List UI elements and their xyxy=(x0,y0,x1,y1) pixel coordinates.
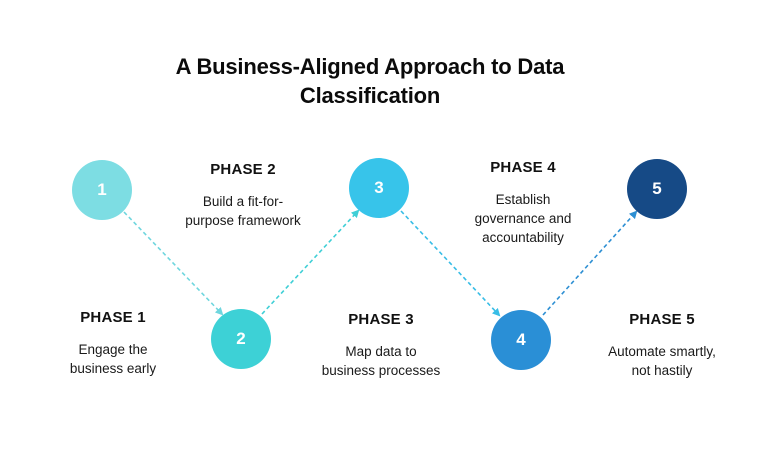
phase-3-label: PHASE 3 Map data to business processes xyxy=(296,311,466,380)
connector-3-to-4 xyxy=(400,210,501,317)
phase-5-label: PHASE 5 Automate smartly, not hastily xyxy=(577,311,747,380)
title-line-1: A Business-Aligned Approach to Data xyxy=(175,54,565,79)
phase-1-number: 1 xyxy=(97,180,107,199)
phase-1-circle: 1 xyxy=(72,160,132,220)
phase-1-description: Engage the business early xyxy=(69,342,157,376)
phase-1-title: PHASE 1 xyxy=(80,309,146,326)
phase-2-number: 2 xyxy=(236,329,246,348)
phase-4-description: Establish governance and accountability xyxy=(474,192,572,245)
phase-4-number: 4 xyxy=(516,330,526,349)
phase-4-label: PHASE 4 Establish governance and account… xyxy=(438,159,608,247)
phase-2-circle: 2 xyxy=(211,309,271,369)
phase-2-description: Build a fit-for- purpose framework xyxy=(185,194,301,228)
phase-4-circle: 4 xyxy=(491,310,551,370)
phase-3-description: Map data to business processes xyxy=(321,344,441,378)
phase-5-description: Automate smartly, not hastily xyxy=(608,344,716,378)
phase-1-label: PHASE 1 Engage the business early xyxy=(28,309,198,378)
phase-2-title: PHASE 2 xyxy=(210,161,276,178)
phase-3-title: PHASE 3 xyxy=(348,311,414,328)
connector-1-to-2 xyxy=(123,211,224,316)
connector-4-to-5 xyxy=(542,210,638,316)
phase-2-label: PHASE 2 Build a fit-for- purpose framewo… xyxy=(158,161,328,230)
phase-3-circle: 3 xyxy=(349,158,409,218)
phase-3-number: 3 xyxy=(374,178,384,197)
title-line-2: Classification xyxy=(299,83,441,108)
page-title: A Business-Aligned Approach to Data Clas… xyxy=(150,52,590,110)
phase-5-circle: 5 xyxy=(627,159,687,219)
phase-5-number: 5 xyxy=(652,179,662,198)
phase-5-title: PHASE 5 xyxy=(629,311,695,328)
phase-4-title: PHASE 4 xyxy=(490,159,556,176)
connector-2-to-3 xyxy=(261,209,360,315)
